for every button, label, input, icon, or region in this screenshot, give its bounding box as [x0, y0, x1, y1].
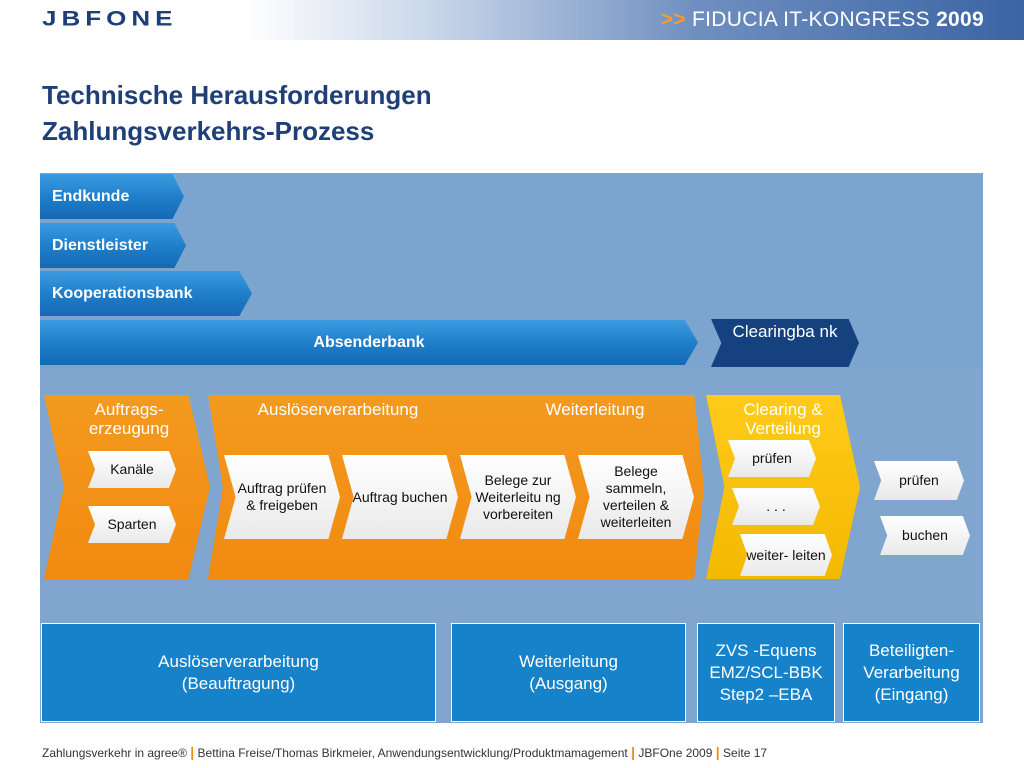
- box4-line2: Verarbeitung: [863, 662, 960, 682]
- bar-absenderbank-label: Absenderbank: [313, 333, 425, 351]
- stage-clearing-label: Clearing & Verteilung: [743, 400, 823, 438]
- box-clearing-systeme: ZVS -Equens EMZ/SCL-BBK Step2 –EBA: [697, 623, 835, 722]
- footer-company: JBFOne 2009: [638, 746, 713, 760]
- chip-belege-sammeln: Belege sammeln, verteilen & weiterleiten: [578, 455, 694, 539]
- bar-endkunde: Endkunde: [40, 174, 184, 219]
- slide-title-line2: Zahlungsverkehrs-Prozess: [42, 116, 375, 146]
- footer-authors: Bettina Freise/Thomas Birkmeier, Anwendu…: [197, 746, 628, 760]
- stage-ausloeser-label: Auslöserverarbeitung: [257, 400, 419, 419]
- chip-kanaele: Kanäle: [88, 451, 176, 488]
- header-bar: [0, 0, 1024, 40]
- congress-year: 2009: [936, 8, 984, 31]
- chip-empfaenger-buchen: buchen: [880, 516, 970, 555]
- box2-line1: Weiterleitung: [519, 651, 618, 671]
- chip-sparten: Sparten: [88, 506, 176, 543]
- box-weiterleitung: Weiterleitung (Ausgang): [451, 623, 686, 722]
- footer-topic: Zahlungsverkehr in agree®: [42, 746, 187, 760]
- chip-clearing-dots: . . .: [732, 488, 820, 525]
- chip-empfaenger-pruefen: prüfen: [874, 461, 964, 500]
- bar-absenderbank: Absenderbank: [40, 320, 698, 365]
- footer-separator: |: [715, 744, 720, 760]
- box2-line2: (Ausgang): [529, 673, 608, 693]
- chip-clearing-pruefen: prüfen: [728, 440, 816, 477]
- bar-clearingbank: Clearingba nk: [711, 319, 859, 367]
- chip-auftrag-pruefen: Auftrag prüfen & freigeben: [224, 455, 340, 539]
- box3-line1: ZVS -Equens: [715, 640, 817, 660]
- company-logo: JBFONE: [42, 6, 178, 31]
- bar-dienstleister: Dienstleister: [40, 223, 186, 268]
- footer-separator: |: [631, 744, 636, 760]
- stage-auftragserzeugung-label: Auftrags- erzeugung: [88, 400, 170, 438]
- box4-line1: Beteiligten-: [868, 640, 955, 660]
- box-ausloeserverarbeitung: Auslöserverarbeitung (Beauftragung): [41, 623, 436, 722]
- bar-endkunde-label: Endkunde: [52, 187, 130, 205]
- slide-footer: Zahlungsverkehr in agree® | Bettina Frei…: [42, 744, 767, 760]
- box-beteiligten-verarbeitung: Beteiligten- Verarbeitung (Eingang): [843, 623, 980, 722]
- congress-text: FIDUCIA IT-KONGRESS: [692, 8, 930, 31]
- chip-clearing-weiterleiten: weiter- leiten: [740, 534, 832, 576]
- congress-arrows: >>: [660, 8, 686, 31]
- footer-separator: |: [190, 744, 195, 760]
- stage-weiterleitung-label: Weiterleitung: [545, 400, 645, 419]
- box1-line1: Auslöserverarbeitung: [158, 651, 319, 671]
- box3-line3: Step2 –EBA: [719, 684, 813, 704]
- chip-belege-vorbereiten: Belege zur Weiterleitu ng vorbereiten: [460, 455, 576, 539]
- bar-dienstleister-label: Dienstleister: [52, 236, 149, 254]
- box1-line2: (Beauftragung): [181, 673, 296, 693]
- slide-title-line1: Technische Herausforderungen: [42, 80, 432, 110]
- box4-line3: (Eingang): [874, 684, 949, 704]
- congress-title: >> FIDUCIA IT-KONGRESS 2009: [661, 8, 984, 32]
- footer-page-number: Seite 17: [723, 746, 768, 760]
- bar-kooperationsbank-label: Kooperationsbank: [52, 284, 193, 302]
- chip-auftrag-buchen: Auftrag buchen: [342, 455, 458, 539]
- bar-kooperationsbank: Kooperationsbank: [40, 271, 252, 316]
- box3-line2: EMZ/SCL-BBK: [709, 662, 823, 682]
